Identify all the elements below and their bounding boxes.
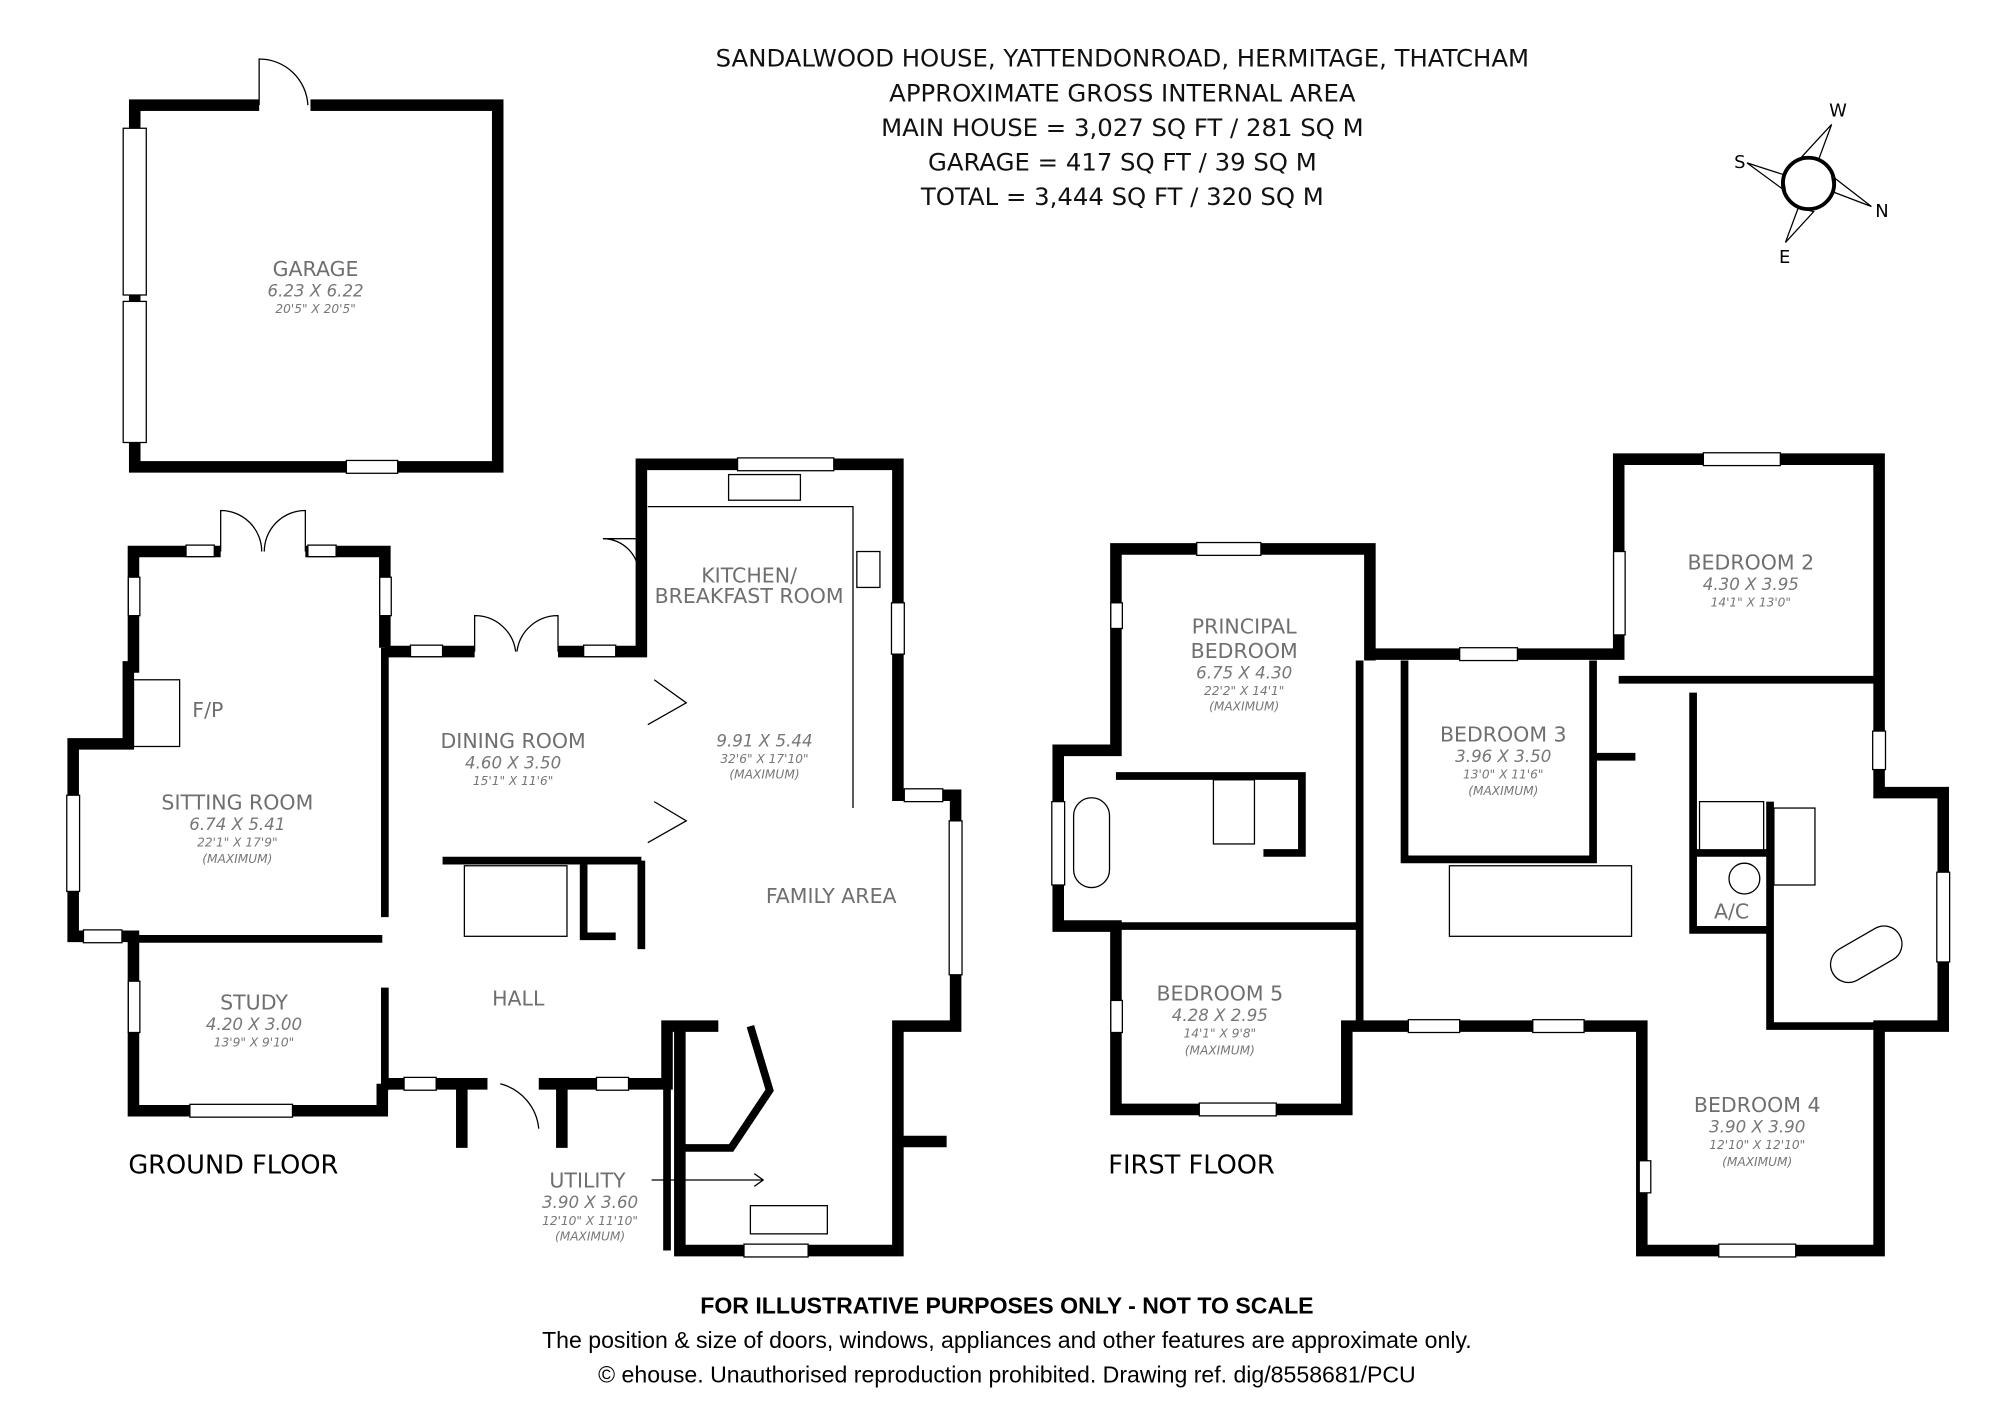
dining-room-label: DINING ROOM	[440, 729, 585, 753]
bedroom-4-metric: 3.90 X 3.90	[1709, 1118, 1805, 1137]
first-floor-label: FIRST FLOOR	[1108, 1151, 1275, 1181]
study-metric: 4.20 X 3.00	[206, 1015, 302, 1034]
compass-south: S	[1734, 152, 1745, 173]
compass-west: W	[1829, 101, 1847, 122]
principal-bedroom-metric: 6.75 X 4.30	[1196, 663, 1292, 682]
kitchen-label: KITCHEN/	[701, 563, 797, 587]
dining-room-metric: 4.60 X 3.50	[465, 753, 561, 772]
area-subtitle: APPROXIMATE GROSS INTERNAL AREA	[889, 78, 1356, 107]
disclaimer-text: The position & size of doors, windows, a…	[542, 1327, 1472, 1353]
hall-label: HALL	[492, 987, 545, 1011]
bedroom-5-note: (MAXIMUM)	[1185, 1043, 1255, 1057]
fireplace-label: F/P	[192, 698, 223, 722]
compass-icon: W S N E	[1734, 101, 1889, 268]
principal-bedroom-imperial: 22'2" X 14'1"	[1204, 684, 1284, 698]
dining-room-imperial: 15'1" X 11'6"	[473, 774, 553, 788]
principal-bedroom-label: PRINCIPAL	[1192, 615, 1297, 639]
bedroom-3-note: (MAXIMUM)	[1468, 784, 1538, 798]
total-area: TOTAL = 3,444 SQ FT / 320 SQ M	[920, 182, 1324, 211]
bedroom-4-label: BEDROOM 4	[1694, 1093, 1821, 1117]
bedroom-5-metric: 4.28 X 2.95	[1172, 1006, 1268, 1025]
property-title: SANDALWOOD HOUSE, YATTENDONROAD, HERMITA…	[716, 44, 1529, 73]
sitting-room-imperial: 22'1" X 17'9"	[197, 836, 277, 850]
sitting-room-note: (MAXIMUM)	[202, 852, 272, 866]
bedroom-3-imperial: 13'0" X 11'6"	[1463, 768, 1543, 782]
copyright-text: © ehouse. Unauthorised reproduction proh…	[598, 1362, 1416, 1388]
garage-label: GARAGE	[273, 257, 359, 281]
sitting-room-label: SITTING ROOM	[161, 790, 313, 814]
ground-floor-label: GROUND FLOOR	[128, 1151, 338, 1181]
study-label: STUDY	[220, 990, 288, 1014]
compass-east: E	[1779, 247, 1790, 268]
principal-bedroom-note: (MAXIMUM)	[1209, 700, 1279, 714]
utility-note: (MAXIMUM)	[555, 1229, 625, 1243]
compass-north: N	[1875, 201, 1888, 222]
garage-area: GARAGE = 417 SQ FT / 39 SQ M	[928, 148, 1317, 177]
garage-plan: GARAGE 6.23 X 6.22 20'5" X 20'5"	[122, 58, 504, 474]
ground-floor-plan: SITTING ROOM 6.74 X 5.41 22'1" X 17'9" (…	[66, 457, 963, 1258]
utility-metric: 3.90 X 3.60	[542, 1193, 638, 1212]
kitchen-imperial: 32'6" X 17'10"	[720, 752, 808, 766]
sitting-room-metric: 6.74 X 5.41	[189, 815, 285, 834]
utility-imperial: 12'10" X 11'10"	[542, 1214, 638, 1228]
garage-imperial: 20'5" X 20'5"	[275, 302, 355, 316]
bedroom-3-label: BEDROOM 3	[1440, 722, 1567, 746]
bedroom-2-label: BEDROOM 2	[1687, 550, 1814, 574]
kitchen-note: (MAXIMUM)	[729, 768, 799, 782]
bedroom-2-metric: 4.30 X 3.95	[1703, 575, 1799, 594]
garage-metric: 6.23 X 6.22	[267, 281, 363, 300]
principal-bedroom-label-2: BEDROOM	[1191, 639, 1298, 663]
kitchen-label-2: BREAKFAST ROOM	[655, 584, 844, 608]
kitchen-metric: 9.91 X 5.44	[716, 731, 812, 750]
airing-cupboard-label: A/C	[1714, 899, 1749, 923]
bedroom-5-label: BEDROOM 5	[1156, 981, 1283, 1005]
bedroom-3-metric: 3.96 X 3.50	[1455, 747, 1551, 766]
study-imperial: 13'9" X 9'10"	[214, 1036, 294, 1050]
first-floor-plan: PRINCIPAL BEDROOM 6.75 X 4.30 22'2" X 14…	[1051, 452, 1951, 1258]
bedroom-4-imperial: 12'10" X 12'10"	[1709, 1138, 1805, 1152]
bedroom-2-imperial: 14'1" X 13'0"	[1711, 596, 1791, 610]
bedroom-4-note: (MAXIMUM)	[1722, 1155, 1792, 1169]
disclaimer-heading: FOR ILLUSTRATIVE PURPOSES ONLY - NOT TO …	[700, 1292, 1313, 1318]
family-area-label: FAMILY AREA	[766, 884, 897, 908]
main-house-area: MAIN HOUSE = 3,027 SQ FT / 281 SQ M	[881, 113, 1364, 142]
bedroom-5-imperial: 14'1" X 9'8"	[1183, 1027, 1256, 1041]
utility-label: UTILITY	[549, 1169, 626, 1193]
